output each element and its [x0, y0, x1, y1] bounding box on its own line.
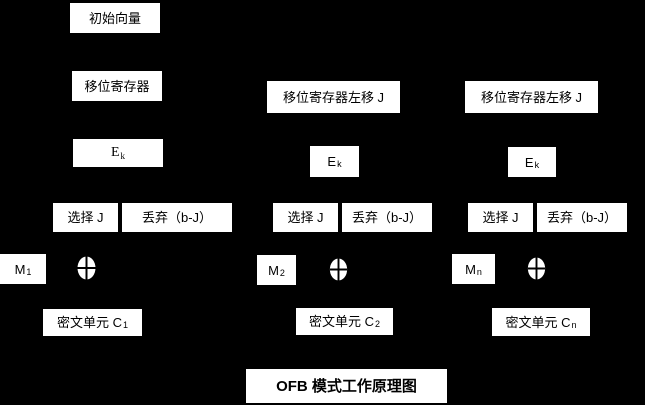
diagram-title-label: OFB 模式工作原理图 [276, 377, 417, 395]
discard-box-2: 丢弃（b-J） [342, 203, 432, 232]
ciphertext-cn-label: 密文单元 C [505, 314, 571, 330]
select-j-box-1: 选择 J [53, 203, 118, 232]
discard-box-1: 丢弃（b-J） [122, 203, 232, 232]
shift-register-box: 移位寄存器 [72, 71, 162, 101]
discard-label: 丢弃（b-J） [141, 210, 213, 225]
message-m2-label: M [268, 262, 279, 278]
select-j-box-2: 选择 J [273, 203, 338, 232]
xor-icon [527, 257, 546, 280]
encrypt-ek-label: E [327, 154, 337, 169]
shift-register-label: 移位寄存器 [84, 78, 150, 94]
select-j-box-3: 选择 J [468, 203, 533, 232]
diagram-title: OFB 模式工作原理图 [246, 369, 447, 403]
encrypt-ek-label: E [524, 154, 534, 170]
ciphertext-c1-label: 密文单元 C [56, 315, 122, 330]
message-mn-label: M [465, 261, 476, 277]
ciphertext-c2-label: 密文单元 C [308, 314, 374, 329]
shift-register-left-label: 移位寄存器左移 J [282, 89, 385, 105]
shift-register-left-label: 移位寄存器左移 J [480, 89, 583, 105]
shift-register-left-box-3: 移位寄存器左移 J [465, 81, 598, 113]
discard-label: 丢弃（b-J） [546, 210, 618, 225]
shift-register-left-box-2: 移位寄存器左移 J [267, 81, 400, 113]
select-j-label: 选择 J [482, 210, 519, 225]
select-j-label: 选择 J [67, 210, 104, 225]
xor-icon [77, 256, 96, 280]
message-m1-label: M [14, 261, 26, 277]
initial-vector-label: 初始向量 [88, 10, 141, 26]
encrypt-ek-label: E [110, 145, 120, 160]
initial-vector-box: 初始向量 [70, 3, 160, 33]
xor-icon [329, 258, 348, 281]
discard-box-3: 丢弃（b-J） [537, 203, 627, 232]
discard-label: 丢弃（b-J） [351, 210, 423, 225]
select-j-label: 选择 J [287, 210, 324, 225]
